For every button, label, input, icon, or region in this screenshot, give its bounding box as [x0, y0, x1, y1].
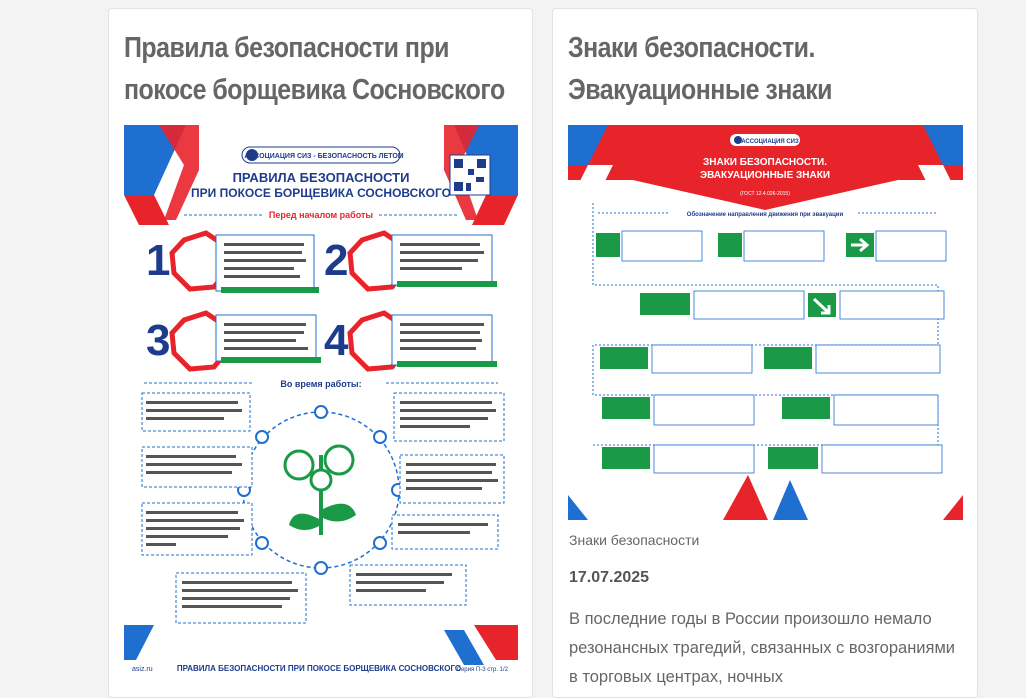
- exit-arrow-up-right-sign-icon: [764, 347, 812, 369]
- poster-association: АССОЦИАЦИЯ СИЗ - БЕЗОПАСНОСТЬ ЛЕТОМ: [244, 153, 403, 160]
- poster-footer-site: asiz.ru: [132, 666, 153, 673]
- step-number-4: 4: [324, 316, 349, 365]
- poster-heading-line2: ПРИ ПОКОСЕ БОРЩЕВИКА СОСНОВСКОГО: [191, 186, 451, 200]
- article-title[interactable]: Правила безопасности при покосе борщевик…: [124, 32, 505, 106]
- step3-badge-icon: [169, 310, 231, 372]
- poster-heading-line1: ЗНАКИ БЕЗОПАСНОСТИ.: [703, 157, 827, 168]
- poster-footer-title: ПРАВИЛА БЕЗОПАСНОСТИ ПРИ ПОКОСЕ БОРЩЕВИК…: [177, 664, 461, 673]
- step1-badge-icon: [169, 230, 231, 292]
- article-date: 17.07.2025: [569, 569, 650, 586]
- poster-footer-series: Серия П-3 стр. 1/2: [457, 667, 509, 673]
- exit-stairs-up-sign-icon: [782, 397, 830, 419]
- section-before-label: Перед началом работы: [269, 210, 374, 220]
- exit-arrow-right-sign-icon: [640, 293, 690, 315]
- exit-sign-right-icon: [718, 233, 742, 257]
- step-number-2: 2: [324, 236, 348, 285]
- step-number-3: 3: [146, 316, 170, 365]
- association-logo-icon: [246, 149, 258, 161]
- exit-stairs-down-sign-icon: [602, 397, 650, 419]
- poster-heading-line1: ПРАВИЛА БЕЗОПАСНОСТИ: [233, 170, 410, 185]
- door-open-down-sign-icon: [768, 447, 818, 469]
- article-thumbnail-hogweed-poster[interactable]: АССОЦИАЦИЯ СИЗ - БЕЗОПАСНОСТЬ ЛЕТОМ ПРАВ…: [124, 125, 518, 695]
- exit-sign-left-icon: [596, 233, 620, 257]
- evacuation-poster-image: АССОЦИАЦИЯ СИЗ ЗНАКИ БЕЗОПАСНОСТИ. ЭВАКУ…: [568, 125, 963, 520]
- poster-standard: (ГОСТ 12.4.026-2015): [740, 191, 790, 197]
- hogweed-poster-image: АССОЦИАЦИЯ СИЗ - БЕЗОПАСНОСТЬ ЛЕТОМ ПРАВ…: [124, 125, 518, 695]
- article-card-evacuation-signs[interactable]: Знаки безопасности. Эвакуационные знаки …: [552, 8, 978, 698]
- exit-arrow-down-left-sign-icon: [602, 447, 650, 469]
- article-title[interactable]: Знаки безопасности. Эвакуационные знаки: [568, 32, 832, 106]
- association-logo-icon: [734, 136, 742, 144]
- section-during-label: Во время работы:: [280, 379, 361, 389]
- article-category[interactable]: Знаки безопасности: [569, 532, 700, 548]
- exit-arrow-left-sign-icon: [600, 347, 648, 369]
- article-excerpt: В последние годы в России произошло нема…: [569, 610, 956, 686]
- poster-association: АССОЦИАЦИЯ СИЗ: [741, 139, 799, 145]
- step-number-1: 1: [146, 236, 170, 285]
- hogweed-plant-icon: [283, 444, 356, 535]
- article-thumbnail-evacuation-poster[interactable]: АССОЦИАЦИЯ СИЗ ЗНАКИ БЕЗОПАСНОСТИ. ЭВАКУ…: [568, 125, 963, 520]
- poster-subheading: Обозначение направления движения при эва…: [687, 211, 844, 218]
- poster-heading-line2: ЭВАКУАЦИОННЫЕ ЗНАКИ: [700, 170, 830, 181]
- article-card-hogweed[interactable]: Правила безопасности при покосе борщевик…: [108, 8, 533, 698]
